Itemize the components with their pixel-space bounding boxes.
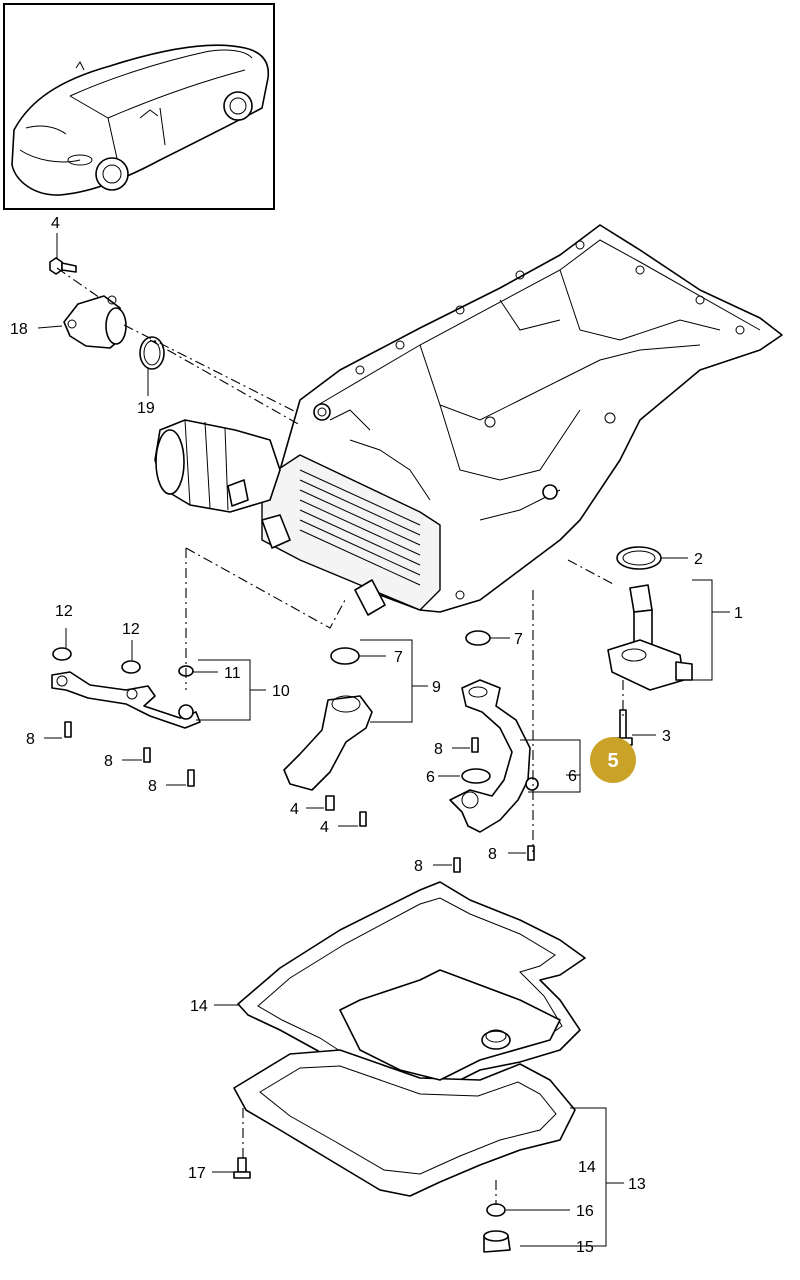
vehicle-thumbnail bbox=[3, 3, 275, 210]
callout-12: 12 bbox=[122, 621, 140, 638]
callout-9: 9 bbox=[432, 679, 441, 696]
callout-4: 4 bbox=[290, 801, 299, 818]
oil-suction-9-group bbox=[283, 647, 373, 827]
callout-4: 4 bbox=[51, 215, 60, 232]
callout-8: 8 bbox=[26, 731, 35, 748]
oil-pipe-10-group bbox=[51, 647, 201, 787]
flange-18-group bbox=[49, 257, 165, 370]
callout-14: 14 bbox=[578, 1159, 596, 1176]
highlight-label: 5 bbox=[607, 750, 618, 772]
assembly-lines bbox=[56, 267, 624, 1205]
callout-8: 8 bbox=[488, 846, 497, 863]
callout-18: 18 bbox=[10, 321, 28, 338]
callout-1: 1 bbox=[734, 605, 743, 622]
callout-8: 8 bbox=[414, 858, 423, 875]
highlight-circle bbox=[590, 737, 636, 783]
callout-17: 17 bbox=[188, 1165, 206, 1182]
callout-13: 13 bbox=[628, 1176, 646, 1193]
callout-3: 3 bbox=[662, 728, 671, 745]
callout-2: 2 bbox=[694, 551, 703, 568]
oil-cooler-assembly bbox=[154, 419, 441, 616]
callout-19: 19 bbox=[137, 400, 155, 417]
callout-15: 15 bbox=[576, 1239, 594, 1256]
highlight-marker[interactable]: 5 bbox=[590, 737, 636, 783]
oil-pan-lower-13 bbox=[233, 969, 576, 1253]
callout-16: 16 bbox=[576, 1203, 594, 1220]
callout-8: 8 bbox=[148, 778, 157, 795]
callout-12: 12 bbox=[55, 603, 73, 620]
callout-8: 8 bbox=[104, 753, 113, 770]
callout-8: 8 bbox=[434, 741, 443, 758]
callout-4: 4 bbox=[320, 819, 329, 836]
callout-7: 7 bbox=[394, 649, 403, 666]
callout-10: 10 bbox=[272, 683, 290, 700]
callout-14: 14 bbox=[190, 998, 208, 1015]
callout-7: 7 bbox=[514, 631, 523, 648]
leader-lines bbox=[37, 233, 730, 1247]
oil-level-sensor-group bbox=[607, 546, 693, 746]
callout-6: 6 bbox=[426, 769, 435, 786]
callout-6: 6 bbox=[568, 768, 577, 785]
oil-pipe-6-group bbox=[449, 630, 539, 873]
callout-labels: 4 18 19 2 1 3 12 12 11 10 8 8 8 7 9 4 4 … bbox=[10, 215, 743, 1256]
callout-11: 11 bbox=[224, 665, 241, 682]
